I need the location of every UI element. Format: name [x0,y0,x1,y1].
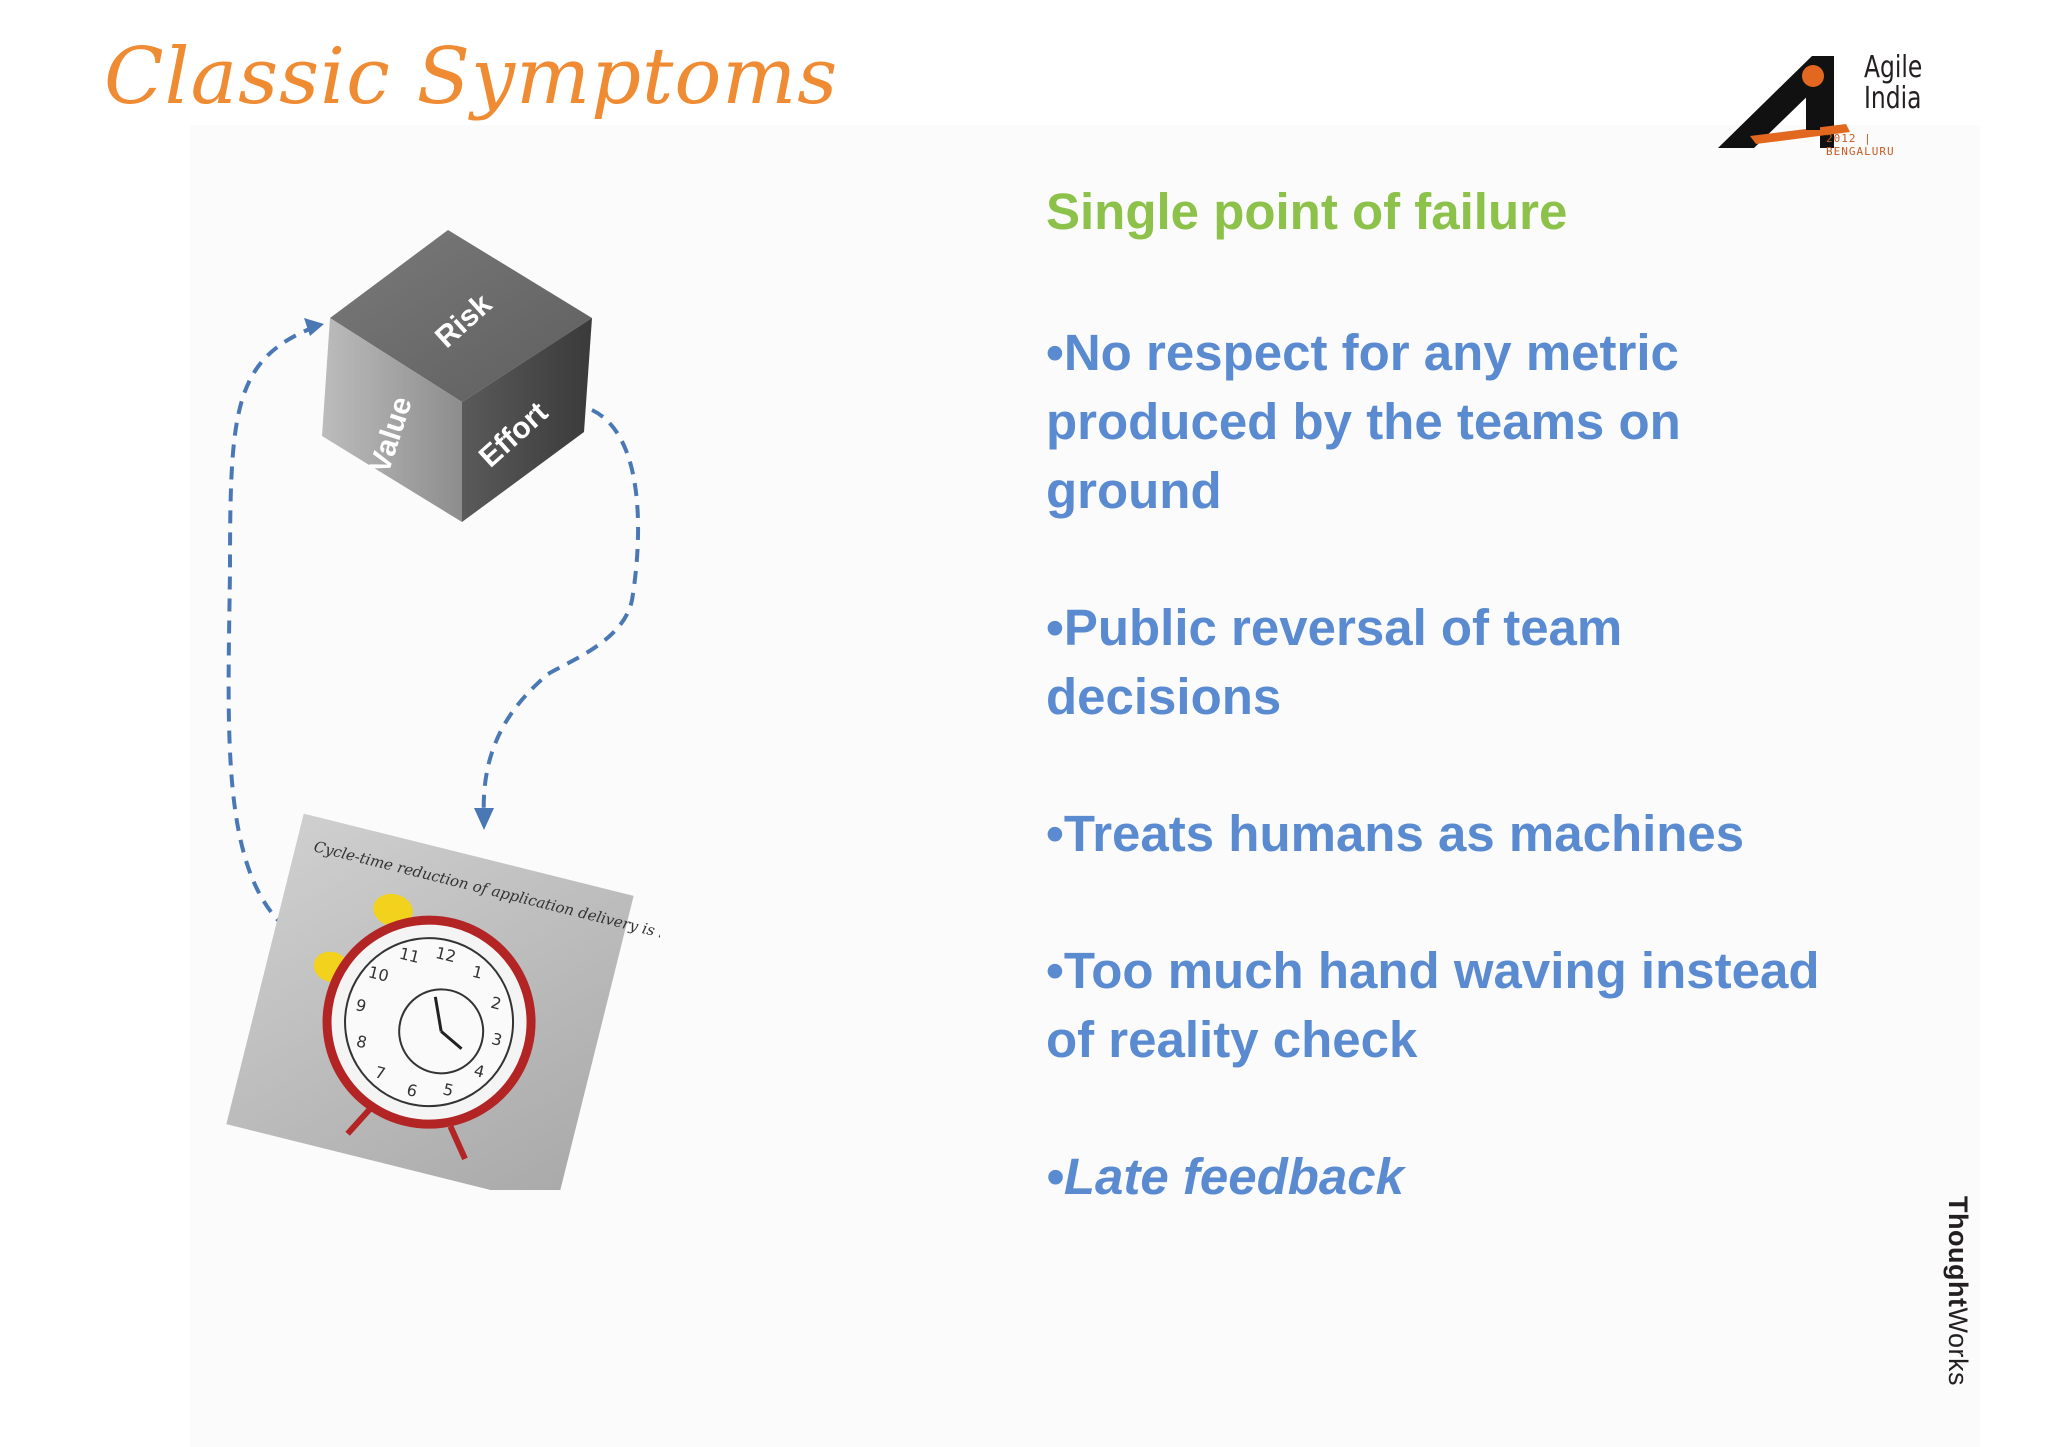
clock-number: 7 [373,1062,387,1083]
clock-number: 6 [405,1080,419,1101]
slide-title: Classic Symptoms [104,32,839,122]
clock-number: 8 [354,1031,368,1052]
clock-number: 9 [354,995,368,1016]
clock-number: 12 [434,943,458,966]
return-arrow [226,326,313,930]
symptom-item: •Late feedback [1046,1148,1404,1205]
logo-wordmark: Agile India [1864,52,1922,114]
agile-india-logo-mark [1718,56,1850,148]
headline: Single point of failure [1046,183,1568,240]
clock-number: 4 [472,1061,486,1082]
brand-part-thought: Thought [1943,1196,1973,1308]
cycle-diagram: Risk Value Effort Cycle-time reduction o… [200,210,688,1207]
clock-number: 10 [366,962,390,985]
clock-number: 1 [470,962,484,983]
symptom-item: •No respect for any metric produced by t… [1046,324,1681,519]
logo-line-agile: Agile [1864,50,1923,85]
clock-numbers: 12 12 345 678 9 10 11 [354,943,504,1101]
symptom-item: •Too much hand waving instead of reality… [1046,942,1820,1068]
thoughtworks-brand: ThoughtWorks [1942,1196,1973,1386]
clock-number: 2 [489,993,503,1014]
agile-india-logo: Agile India 2012 | BENGALURU [1716,50,1936,158]
clock-number: 5 [441,1079,455,1100]
clock-card: Cycle-time reduction of application deli… [226,813,688,1207]
symptom-item: •Public reversal of team decisions [1046,599,1623,725]
brand-part-works: Works [1943,1307,1973,1386]
symptoms-content: Single point of failure •No respect for … [1046,180,1866,1279]
cube-graphic [322,230,592,522]
logo-edition: 2012 | BENGALURU [1826,132,1895,158]
cycle-diagram-graphic: Risk Value Effort Cycle-time reduction o… [226,230,688,1207]
symptom-list: •No respect for any metric produced by t… [1046,318,1866,1211]
symptom-item: •Treats humans as machines [1046,805,1745,862]
logo-line-india: India [1864,81,1922,116]
clock-number: 11 [397,944,421,967]
clock-number: 3 [490,1029,504,1050]
